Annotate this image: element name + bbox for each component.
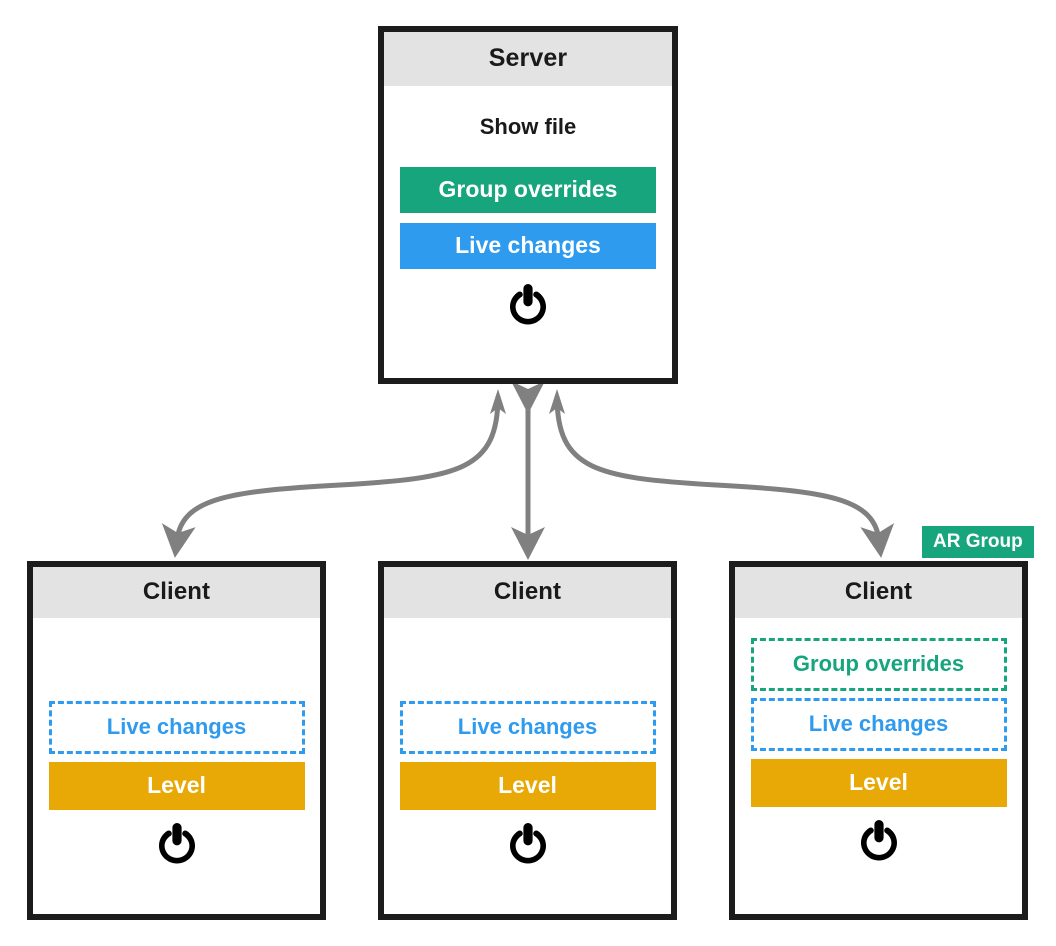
client-2-power-icon[interactable] — [506, 820, 550, 866]
arrowhead-right-up-icon — [549, 389, 565, 414]
client-2-live-changes-box[interactable]: Live changes — [399, 701, 656, 754]
client-3-header: Client — [735, 567, 1022, 618]
client-3-power-icon[interactable] — [857, 817, 901, 863]
client-2-body: Live changes Level — [384, 618, 671, 914]
server-group-overrides-bar[interactable]: Group overrides — [400, 167, 656, 213]
server-show-file-label: Show file — [479, 114, 577, 139]
client-1-header: Client — [33, 567, 320, 618]
client-3-live-changes-box[interactable]: Live changes — [750, 698, 1007, 751]
arrow-server-to-client-1 — [161, 395, 501, 558]
client-2-level-bar[interactable]: Level — [399, 762, 656, 810]
server-header: Server — [384, 32, 672, 86]
client-3-group-overrides-box[interactable]: Group overrides — [750, 638, 1007, 691]
client-1-power-icon[interactable] — [155, 820, 199, 866]
client-node-3[interactable]: Client Group overrides Live changes Leve… — [729, 561, 1028, 920]
client-1-body: Live changes Level — [33, 618, 320, 914]
client-node-2[interactable]: Client Live changes Level — [378, 561, 677, 920]
client-1-level-bar[interactable]: Level — [48, 762, 305, 810]
server-body: Show file Group overrides Live changes — [384, 86, 672, 378]
client-3-body: Group overrides Live changes Level — [735, 618, 1022, 914]
server-power-icon[interactable] — [506, 281, 550, 327]
client-1-live-changes-box[interactable]: Live changes — [48, 701, 305, 754]
client-3-level-bar[interactable]: Level — [750, 759, 1007, 807]
ar-group-badge: AR Group — [922, 526, 1034, 558]
server-node[interactable]: Server Show file Group overrides Live ch… — [378, 26, 678, 384]
client-node-1[interactable]: Client Live changes Level — [27, 561, 326, 920]
arrow-client-1-to-server — [177, 396, 498, 540]
arrow-server-to-client-3 — [554, 395, 895, 558]
server-live-changes-bar[interactable]: Live changes — [400, 223, 656, 269]
arrowhead-left-up-icon — [490, 389, 506, 414]
client-2-header: Client — [384, 567, 671, 618]
